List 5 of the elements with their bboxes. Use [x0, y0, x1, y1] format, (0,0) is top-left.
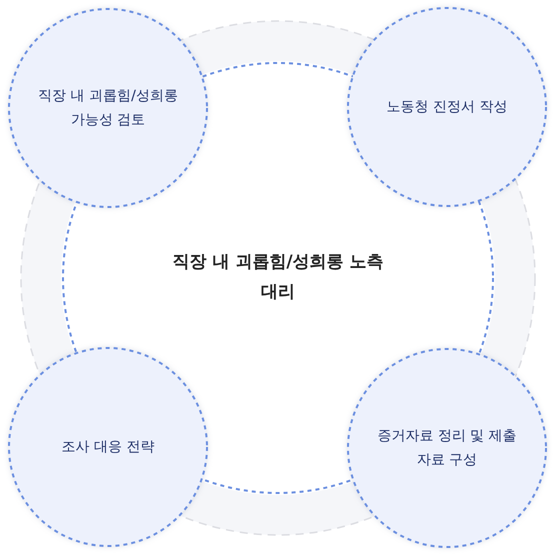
- step-label: 직장 내 괴롭힘/성희롱 가능성 검토: [37, 86, 179, 130]
- step-label: 노동청 진정서 작성: [386, 98, 508, 117]
- center-title: 직장 내 괴롭힘/성희롱 노측 대리: [172, 251, 384, 304]
- step-label: 조사 대응 전략: [62, 438, 154, 457]
- step-label: 증거자료 정리 및 제출 자료 구성: [376, 426, 518, 470]
